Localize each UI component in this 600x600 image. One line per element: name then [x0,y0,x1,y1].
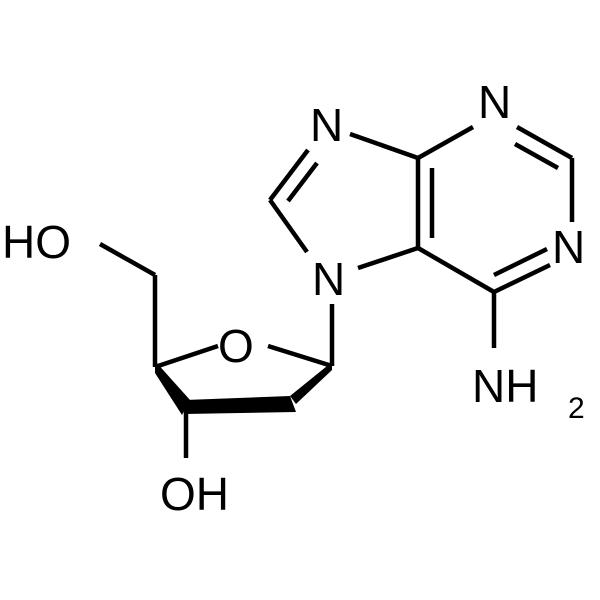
bond-n3-c8 [268,148,310,202]
atom-amine-nh: NH [472,360,538,412]
bond-n-top-c2-inner [513,142,560,170]
atom-n-pyrimidine-right: N [552,221,585,273]
atom-hydroxymethyl-oh: HO [2,216,71,268]
bond-c6-c5 [416,246,496,294]
atom-n-imidazole-ring: N [312,253,345,305]
bond-c5-n7 [357,245,419,271]
atom-ring-oxygen: O [218,320,254,372]
bond-n-top-c2 [515,125,574,160]
bond-o4-c4 [154,343,219,370]
bond-n3-c8-inner [286,161,319,203]
wedge-c2-c3 [185,396,296,414]
bond-c4-n-top [416,125,475,160]
bond-c8-n7 [268,198,309,254]
bond-n-right-c6 [493,262,551,295]
bond-n-right-c6-inner [493,246,548,278]
bond-c1-o4 [267,343,333,369]
atom-n-imidazole-top: N [310,99,343,151]
wedge-c4-c3 [155,361,190,415]
atom-n-pyrimidine-top: N [478,76,511,128]
atom-hydroxyl-oh: OH [160,468,229,520]
atom-amine-subscript: 2 [568,392,585,425]
wedge-c1-c2 [290,362,332,404]
bond-c5prime-o5 [98,242,157,277]
bond-c4-n3 [349,131,419,161]
